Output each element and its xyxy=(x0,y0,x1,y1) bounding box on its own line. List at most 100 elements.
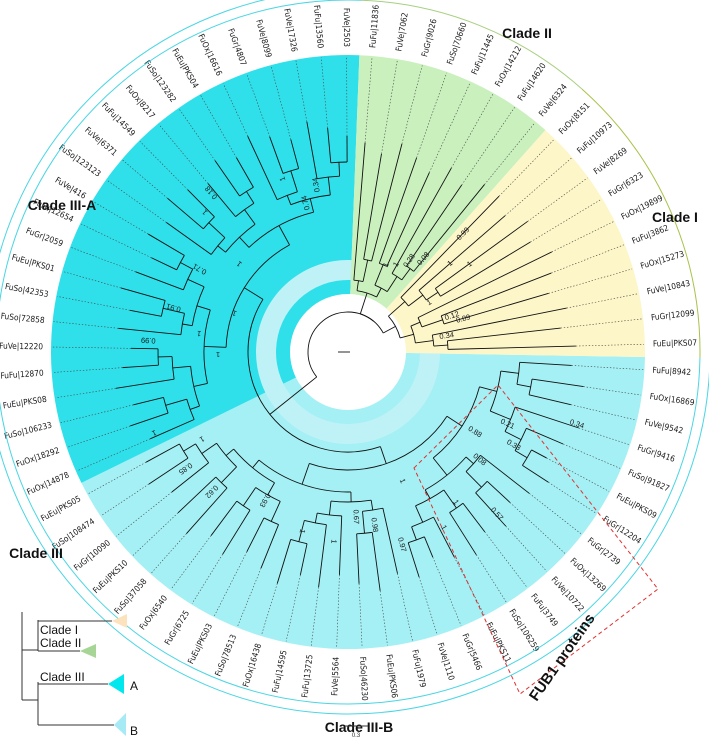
leaf-label: FuSo|78513 xyxy=(213,633,239,678)
tree-branch xyxy=(531,378,584,388)
leaf-label: FuFu|1979 xyxy=(410,648,428,688)
leaf-guide xyxy=(92,201,149,235)
bootstrap-value: 1 xyxy=(198,434,206,444)
tree-branch xyxy=(189,405,200,410)
legend-tree xyxy=(21,612,114,726)
tree-branch xyxy=(122,364,159,369)
bootstrap-value: 0.34 xyxy=(439,330,455,341)
bootstrap-value: 1 xyxy=(391,260,401,268)
tree-branch xyxy=(443,292,549,325)
tree-branch xyxy=(370,500,374,511)
tree-branch xyxy=(193,382,208,387)
bootstrap-value: 0.34 xyxy=(310,177,321,193)
tree-branch xyxy=(210,500,238,536)
tree-branch xyxy=(371,532,381,591)
leaf-label: FuVe|8269 xyxy=(591,145,629,176)
clade-ii-sector xyxy=(348,55,546,353)
leaf-guide xyxy=(505,525,547,572)
legend-label-a: A xyxy=(130,679,138,693)
leaf-guide xyxy=(498,139,555,197)
leaf-label: FuEu|PKS07 xyxy=(653,337,698,348)
tree-branch xyxy=(400,333,414,339)
tree-branch xyxy=(182,323,193,327)
bootstrap-value: 1 xyxy=(439,523,449,531)
leaf-guide-lines xyxy=(52,56,644,648)
tree-branch xyxy=(528,394,571,406)
leaf-guide xyxy=(122,159,168,199)
clade-iii-a-arc xyxy=(0,0,362,508)
leaf-label: FuGr|12204 xyxy=(601,514,643,546)
tree-branch xyxy=(246,517,265,553)
tree-branch xyxy=(356,533,360,584)
tree-branches xyxy=(115,121,584,591)
leaf-guide xyxy=(527,177,588,222)
leaf-guide xyxy=(551,244,625,274)
tree-branch xyxy=(299,543,308,576)
leaf-guide xyxy=(546,457,610,492)
tree-branch xyxy=(446,415,463,427)
legend-label-clade-i: Clade I xyxy=(40,623,78,637)
bootstrap-value: 1 xyxy=(381,261,391,269)
tree-branch xyxy=(244,287,264,300)
tree-arc xyxy=(163,397,169,414)
leaf-label: FuFu|12870 xyxy=(0,368,44,381)
leaf-label: FuFu|3749 xyxy=(529,591,561,628)
leaf-guide xyxy=(454,556,485,615)
tree-branch xyxy=(522,464,549,483)
bootstrap-value: 0.91 xyxy=(165,302,181,314)
leaf-guide xyxy=(416,72,447,158)
tree-arc xyxy=(171,356,175,380)
leaf-guide xyxy=(55,388,116,399)
leaf-guide xyxy=(484,531,528,588)
tree-branch xyxy=(526,427,564,445)
leaf-label: FuSo|123282 xyxy=(142,58,178,104)
leaf-label: FuEu|PKS04 xyxy=(170,46,201,90)
leaf-label: FuGr|6725 xyxy=(162,608,191,647)
tree-branch xyxy=(516,383,531,388)
tree-branch xyxy=(328,500,332,515)
tree-branch xyxy=(236,157,254,188)
tree-branch xyxy=(327,177,331,196)
leaf-label: FuOx|14878 xyxy=(25,469,71,496)
tree-branch xyxy=(447,345,576,350)
leaf-label: FuVe|6371 xyxy=(83,125,119,158)
bootstrap-value: 0.34 xyxy=(569,417,586,430)
leaf-guide xyxy=(563,443,621,469)
leaf-label: FuSo|42353 xyxy=(4,281,49,299)
leaf-guide xyxy=(88,461,147,495)
clade-iii-a-sector xyxy=(51,54,360,483)
tree-branch xyxy=(186,487,228,534)
leaf-guide xyxy=(222,83,248,137)
tree-arc xyxy=(417,317,423,328)
leaf-label: FuOx|13269 xyxy=(568,556,608,594)
tree-branch xyxy=(187,278,205,288)
leaf-guide xyxy=(560,318,643,329)
leaf-guide xyxy=(571,365,644,371)
tree-arc xyxy=(216,443,237,468)
leaf-label: FuVe|2503 xyxy=(342,8,352,47)
leaf-label: FuSo|91827 xyxy=(627,467,672,494)
tree-arc xyxy=(415,489,445,507)
tree-branch xyxy=(290,170,298,192)
tree-branch xyxy=(129,309,162,317)
leaf-label: FuFu|14549 xyxy=(100,100,138,138)
leaf-label: FuGr|4807 xyxy=(226,27,249,67)
leaf-label: FuOx|14212 xyxy=(493,44,524,88)
leaf-guide xyxy=(67,425,131,448)
tree-branch xyxy=(449,512,477,556)
tree-branch xyxy=(167,197,204,230)
tree-branch xyxy=(433,344,448,347)
tree-branch xyxy=(421,319,443,328)
leaf-label: FuOx|6540 xyxy=(137,593,169,632)
tree-branch xyxy=(247,135,278,200)
tree-branch xyxy=(424,489,431,499)
bootstrap-value: 1 xyxy=(231,308,238,318)
tree-branch xyxy=(177,476,217,514)
tree-branch xyxy=(376,287,382,298)
leaf-guide xyxy=(451,93,494,169)
tree-branch xyxy=(314,512,318,523)
tree-branch xyxy=(475,492,507,527)
tree-branch xyxy=(386,276,398,292)
tree-branch xyxy=(440,241,531,297)
